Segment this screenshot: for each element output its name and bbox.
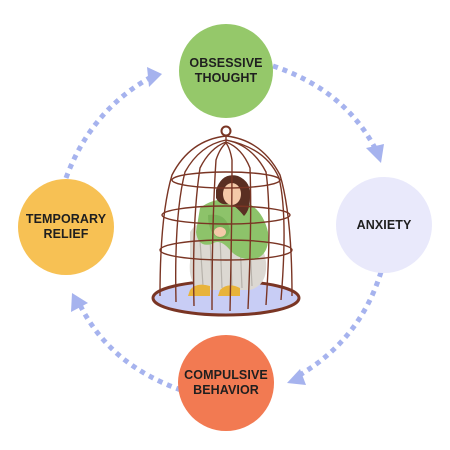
- arrowhead-to-temporary: [71, 293, 88, 312]
- obsessive-line2: THOUGHT: [194, 71, 258, 85]
- anxiety-line1: ANXIETY: [356, 217, 412, 232]
- obsessive-line1: OBSESSIVE: [189, 56, 263, 70]
- shoe-right: [218, 285, 240, 296]
- arc-anxiety-to-compulsive: [296, 271, 384, 379]
- cage-floor: [153, 281, 299, 315]
- arc-compulsive-to-temporary: [77, 303, 182, 393]
- hand: [214, 227, 226, 237]
- arrowhead-to-compulsive: [287, 369, 306, 385]
- arrowhead-to-obsessive: [147, 67, 162, 87]
- compulsive-line2: BEHAVIOR: [193, 383, 259, 397]
- compulsive-line1: COMPULSIVE: [184, 368, 268, 382]
- node-anxiety: ANXIETY: [336, 177, 432, 273]
- node-obsessive-thought: OBSESSIVE THOUGHT: [179, 24, 273, 118]
- node-temporary-relief: TEMPORARY RELIEF: [18, 179, 114, 275]
- cage-hook: [220, 125, 232, 137]
- temporary-line1: TEMPORARY: [25, 212, 107, 226]
- node-compulsive-behavior: COMPULSIVE BEHAVIOR: [178, 335, 274, 431]
- arc-temporary-to-obsessive: [63, 72, 157, 179]
- arrowhead-to-anxiety: [366, 144, 384, 163]
- temporary-line2: RELIEF: [43, 227, 89, 241]
- arc-obsessive-to-anxiety: [272, 63, 379, 152]
